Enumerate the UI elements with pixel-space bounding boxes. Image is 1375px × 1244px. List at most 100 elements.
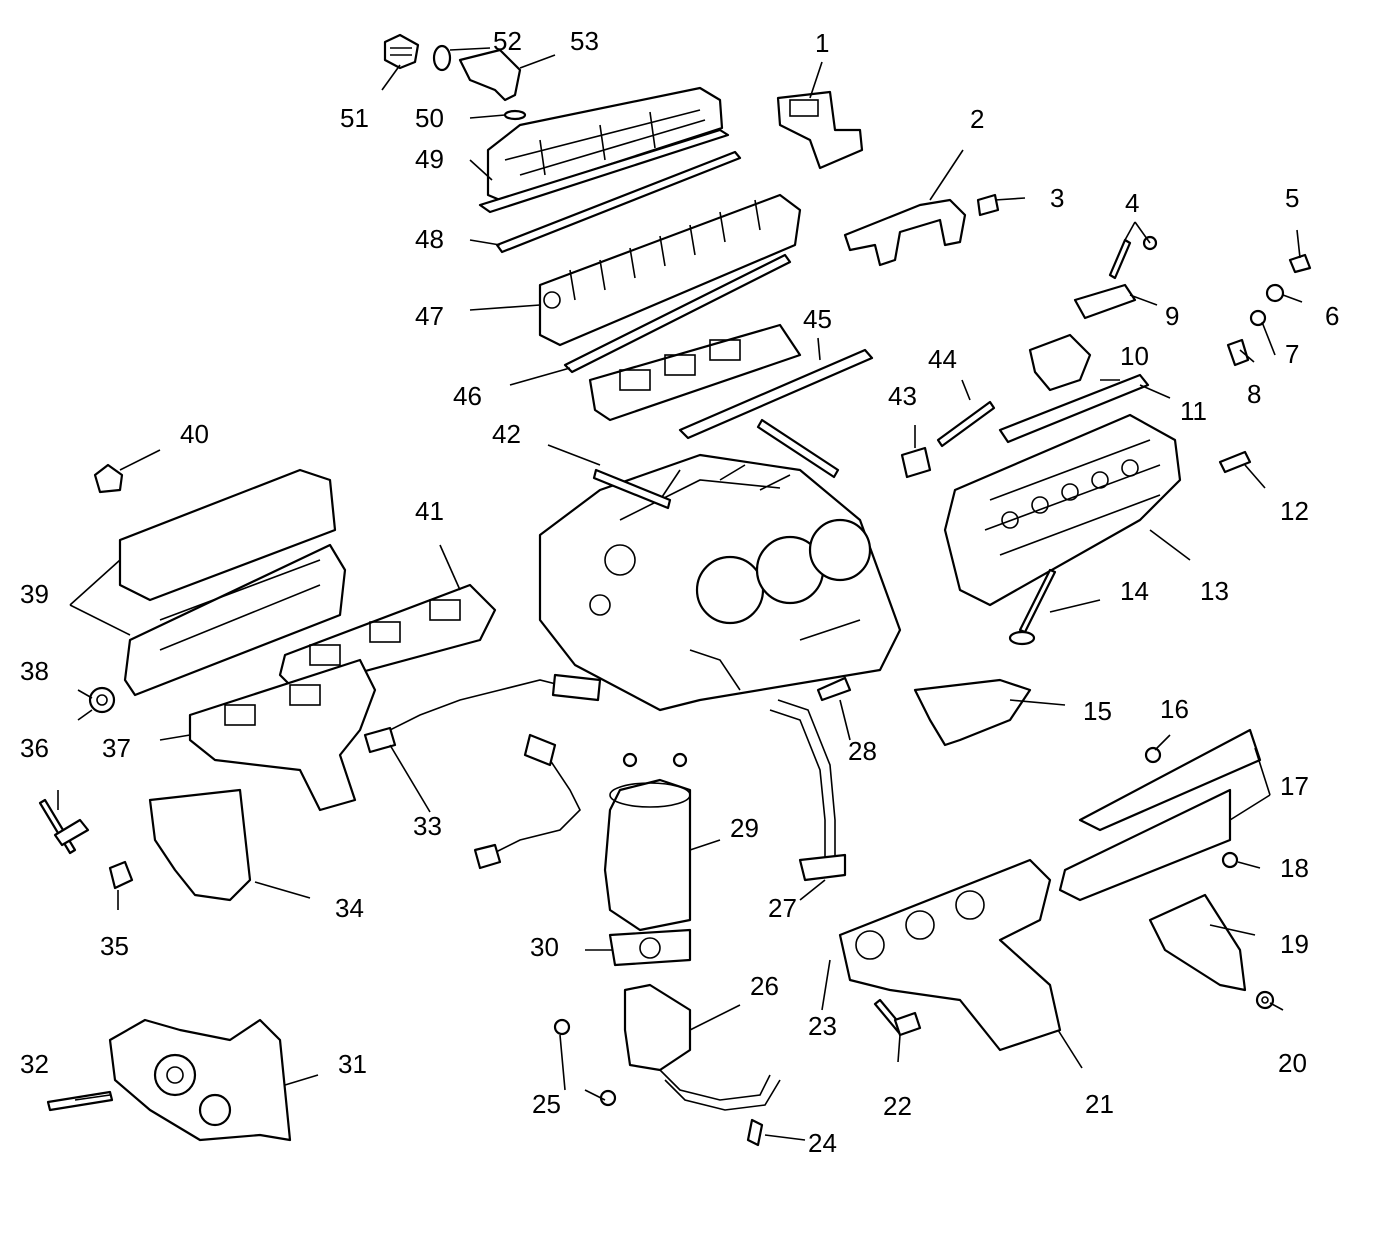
nut-38 xyxy=(88,686,116,714)
nut-18 xyxy=(1221,851,1239,869)
heat-shield-19 xyxy=(1148,893,1247,992)
callout-27: 27 xyxy=(768,893,797,923)
callout-35: 35 xyxy=(100,931,129,961)
callout-4: 4 xyxy=(1125,188,1139,218)
callout-16: 16 xyxy=(1160,694,1189,724)
nut-20 xyxy=(1255,990,1275,1010)
callout-47: 47 xyxy=(415,301,444,331)
intake-gasket-45 xyxy=(588,323,874,440)
exhaust-manifold-37 xyxy=(188,658,377,812)
callout-33: 33 xyxy=(413,811,442,841)
callout-48: 48 xyxy=(415,224,444,254)
callout-labels: 1 2 3 4 5 6 7 8 9 10 11 12 13 14 15 16 1… xyxy=(20,26,1339,1158)
callout-23: 23 xyxy=(808,1011,837,1041)
callout-14: 14 xyxy=(1120,576,1149,606)
leader-lines xyxy=(57,47,1303,1141)
callout-44: 44 xyxy=(928,344,957,374)
gasket-48 xyxy=(495,150,742,254)
heat-shield-34 xyxy=(148,788,252,902)
callout-29: 29 xyxy=(730,813,759,843)
callout-37: 37 xyxy=(102,733,131,763)
filler-cap-51 xyxy=(383,33,420,70)
sensor-12 xyxy=(1218,450,1252,474)
gasket-30 xyxy=(608,928,692,967)
callout-13: 13 xyxy=(1200,576,1229,606)
callout-20: 20 xyxy=(1278,1048,1307,1078)
bracket-2 xyxy=(843,198,967,267)
callout-8: 8 xyxy=(1247,379,1261,409)
callout-36: 36 xyxy=(20,733,49,763)
callout-31: 31 xyxy=(338,1049,367,1079)
o2-sensor-33 xyxy=(363,673,602,870)
nut-40 xyxy=(93,463,124,494)
valve-14 xyxy=(1008,568,1057,646)
bracket-15 xyxy=(913,678,1032,747)
stud-22 xyxy=(873,998,922,1037)
callout-39: 39 xyxy=(20,579,49,609)
nut-6 xyxy=(1265,283,1285,303)
callout-18: 18 xyxy=(1280,853,1309,883)
callout-22: 22 xyxy=(883,1091,912,1121)
callout-30: 30 xyxy=(530,932,559,962)
callout-9: 9 xyxy=(1165,301,1179,331)
callout-50: 50 xyxy=(415,103,444,133)
engine-block xyxy=(538,453,902,712)
bolt-24 xyxy=(746,1118,764,1147)
callout-15: 15 xyxy=(1083,696,1112,726)
lifter-43 xyxy=(900,446,932,479)
heat-shield-17 xyxy=(1058,728,1262,902)
gasket-41 xyxy=(278,583,497,692)
heat-shield-39 xyxy=(118,468,347,697)
exhaust-manifold-21 xyxy=(838,858,1062,1052)
callout-26: 26 xyxy=(750,971,779,1001)
callout-43: 43 xyxy=(888,381,917,411)
callout-28: 28 xyxy=(848,736,877,766)
callout-52: 52 xyxy=(493,26,522,56)
pushrod-4 xyxy=(1108,235,1158,280)
bolt-28 xyxy=(816,676,852,702)
callout-45: 45 xyxy=(803,304,832,334)
callout-21: 21 xyxy=(1085,1089,1114,1119)
breather-tube-53 xyxy=(458,48,522,102)
callout-51: 51 xyxy=(340,103,369,133)
oring-50 xyxy=(503,109,527,121)
callout-46: 46 xyxy=(453,381,482,411)
callout-10: 10 xyxy=(1120,341,1149,371)
gasket-46 xyxy=(563,253,792,374)
egr-adapter-26 xyxy=(623,983,781,1111)
callout-42: 42 xyxy=(492,419,521,449)
nut-35 xyxy=(108,860,134,890)
callout-12: 12 xyxy=(1280,496,1309,526)
nut-25 xyxy=(553,1018,617,1107)
callout-41: 41 xyxy=(415,496,444,526)
rocker-9 xyxy=(1028,283,1137,392)
valve-cover xyxy=(478,86,730,214)
gasket-10-11 xyxy=(998,373,1150,444)
callout-3: 3 xyxy=(1050,183,1064,213)
cylinder-head-upper-47 xyxy=(538,193,802,347)
callout-6: 6 xyxy=(1325,301,1339,331)
callout-34: 34 xyxy=(335,893,364,923)
bolt-3 xyxy=(976,193,1000,217)
cylinder-head-13 xyxy=(943,413,1182,607)
nut-16 xyxy=(1144,746,1162,764)
egr-tube-27 xyxy=(769,699,847,882)
pump-assembly-31 xyxy=(108,1018,292,1142)
callout-38: 38 xyxy=(20,656,49,686)
seal-52 xyxy=(432,44,452,72)
nut-7 xyxy=(1249,309,1267,327)
gasket-42 xyxy=(592,418,840,510)
spring-8 xyxy=(1226,338,1250,367)
callout-7: 7 xyxy=(1285,339,1299,369)
bracket-1 xyxy=(776,90,864,170)
bolt-32 xyxy=(46,1090,114,1112)
callout-24: 24 xyxy=(808,1128,837,1158)
callout-11: 11 xyxy=(1180,396,1207,426)
stud-36 xyxy=(38,798,90,855)
callout-49: 49 xyxy=(415,144,444,174)
callout-40: 40 xyxy=(180,419,209,449)
callout-1: 1 xyxy=(815,28,829,58)
callout-2: 2 xyxy=(970,104,984,134)
callout-25: 25 xyxy=(532,1089,561,1119)
